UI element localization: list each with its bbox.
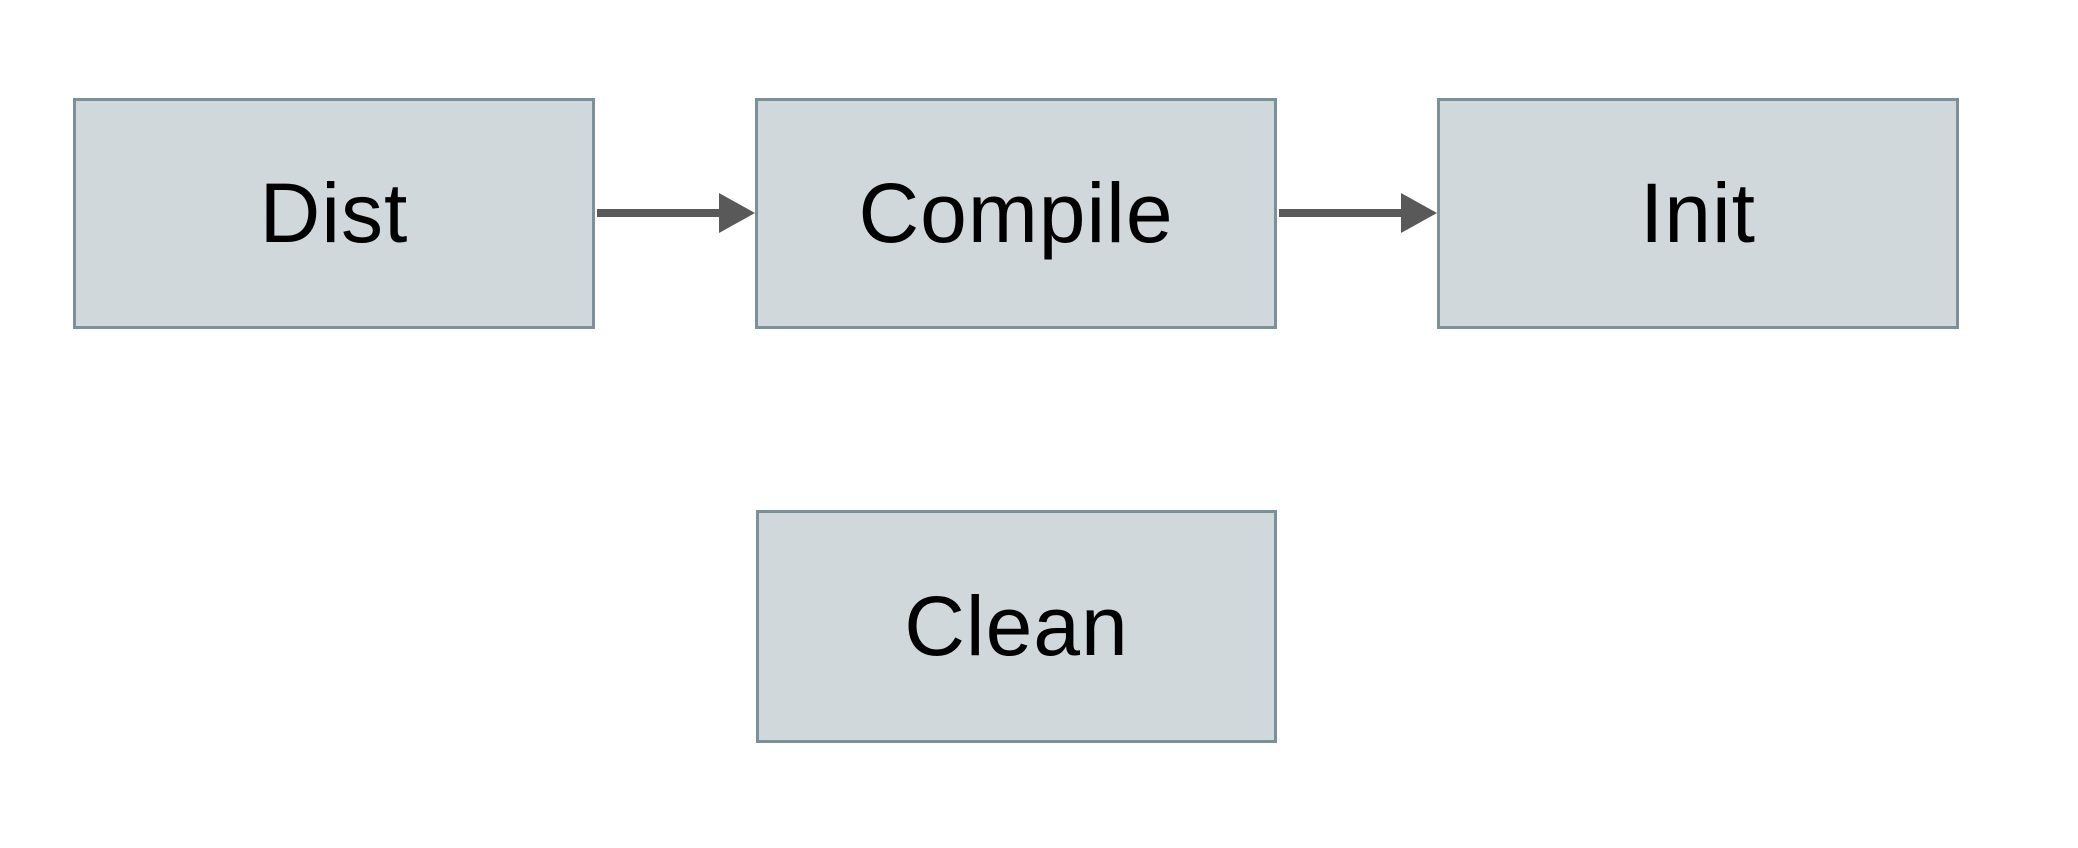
edge-dist-to-compile[interactable] [597,193,755,233]
node-init-label: Init [1639,166,1757,260]
node-compile-label: Compile [858,166,1174,260]
arrowhead-icon [1401,193,1437,233]
edge-compile-to-init[interactable] [1279,193,1437,233]
node-compile[interactable]: Compile [755,98,1277,329]
node-clean[interactable]: Clean [756,510,1277,743]
node-dist[interactable]: Dist [73,98,595,329]
arrowhead-icon [719,193,755,233]
node-dist-label: Dist [259,166,409,260]
node-clean-label: Clean [904,579,1129,673]
node-init[interactable]: Init [1437,98,1959,329]
